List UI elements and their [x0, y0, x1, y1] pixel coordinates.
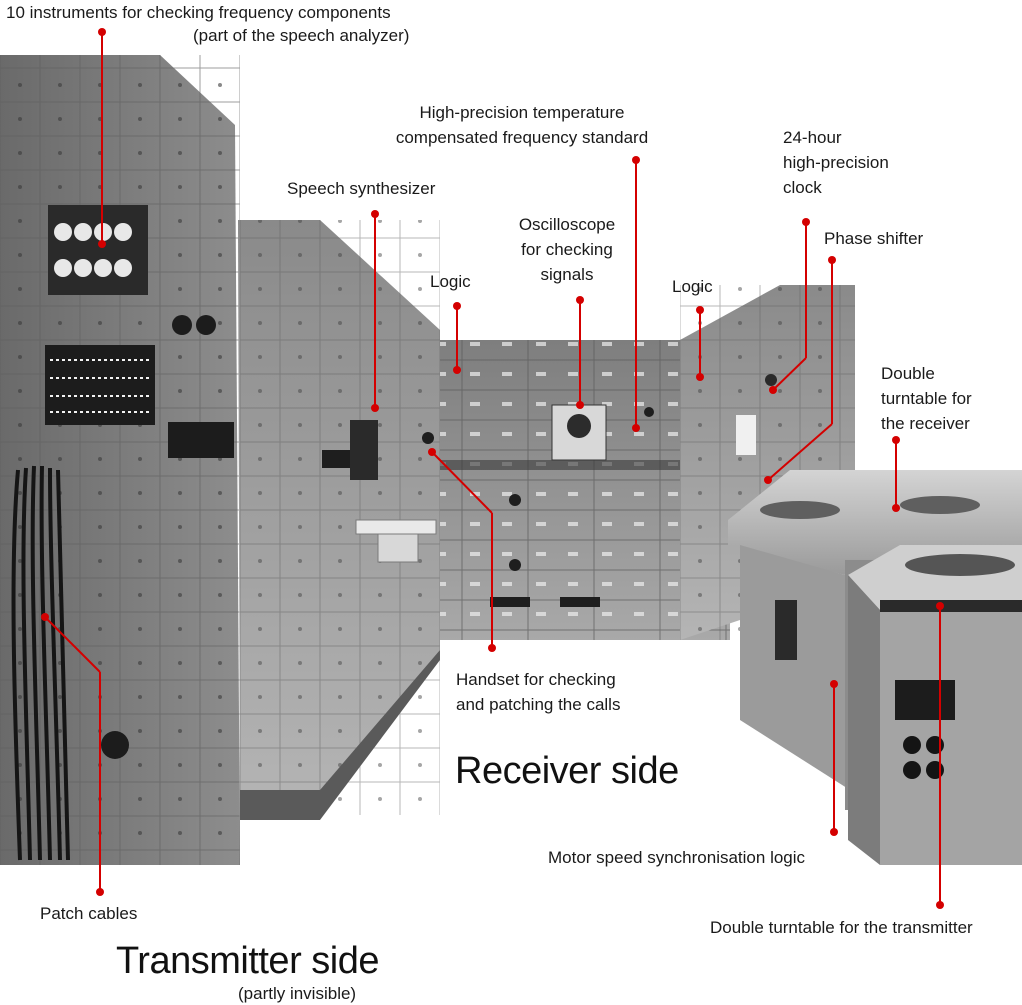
label-speech-synthesizer: Speech synthesizer: [287, 179, 436, 198]
label-handset: Handset for checking and patching the ca…: [456, 667, 620, 717]
label-turntable-transmitter: Double turntable for the transmitter: [710, 918, 973, 937]
leader-dot: [632, 424, 640, 432]
label-turntable-receiver-line1: Double: [881, 364, 935, 383]
label-clock-line2: high-precision: [783, 153, 889, 172]
label-oscilloscope: Oscilloscope for checking signals: [502, 212, 632, 287]
leader-dot: [828, 256, 836, 264]
leader-dot: [936, 602, 944, 610]
label-oscilloscope-line1: Oscilloscope: [518, 215, 616, 234]
label-instruments-line1: 10 instruments for checking frequency co…: [6, 3, 391, 22]
label-logic-left: Logic: [430, 272, 471, 291]
leader-dot: [41, 613, 49, 621]
leader-dot: [576, 296, 584, 304]
heading-receiver-side: Receiver side: [455, 750, 679, 792]
leader-dot: [936, 901, 944, 909]
label-freq-standard-line2: compensated frequency standard: [395, 128, 649, 147]
leader-dot: [371, 404, 379, 412]
label-instruments-line2: (part of the speech analyzer): [193, 26, 410, 45]
label-handset-line2: and patching the calls: [456, 695, 621, 714]
leader-dot: [632, 156, 640, 164]
label-motor-sync: Motor speed synchronisation logic: [548, 848, 806, 867]
leader-dot: [98, 240, 106, 248]
leader-dot: [892, 436, 900, 444]
leader-dot: [769, 386, 777, 394]
label-logic-right: Logic: [672, 277, 713, 296]
leader-dot: [453, 366, 461, 374]
leader-dot: [892, 504, 900, 512]
label-handset-line1: Handset for checking: [456, 670, 616, 689]
leader-dot: [371, 210, 379, 218]
leader-dot: [428, 448, 436, 456]
label-turntable-receiver: Double turntable for the receiver: [881, 361, 972, 436]
label-oscilloscope-line2: for checking: [521, 240, 613, 259]
label-freq-standard: High-precision temperature compensated f…: [366, 100, 678, 150]
label-clock: 24-hour high-precision clock: [783, 125, 889, 200]
label-patch-cables: Patch cables: [40, 904, 138, 923]
leader-dot: [830, 828, 838, 836]
leader-dot: [98, 28, 106, 36]
leader-dot: [96, 888, 104, 896]
leader-dot: [696, 373, 704, 381]
label-turntable-receiver-line3: the receiver: [881, 414, 970, 433]
leader-dot: [802, 218, 810, 226]
heading-transmitter-side: Transmitter side: [116, 940, 380, 982]
leader-dot: [576, 401, 584, 409]
leader-dot: [488, 644, 496, 652]
label-turntable-receiver-line2: turntable for: [881, 389, 972, 408]
leader-dot: [696, 306, 704, 314]
label-oscilloscope-line3: signals: [540, 265, 594, 284]
label-phase-shifter: Phase shifter: [824, 229, 924, 248]
label-freq-standard-line1: High-precision temperature: [419, 103, 625, 122]
label-clock-line1: 24-hour: [783, 128, 842, 147]
leader-dot: [764, 476, 772, 484]
label-clock-line3: clock: [783, 178, 822, 197]
leader-dot: [453, 302, 461, 310]
note-partly-invisible: (partly invisible): [238, 984, 357, 1003]
leader-dot: [830, 680, 838, 688]
